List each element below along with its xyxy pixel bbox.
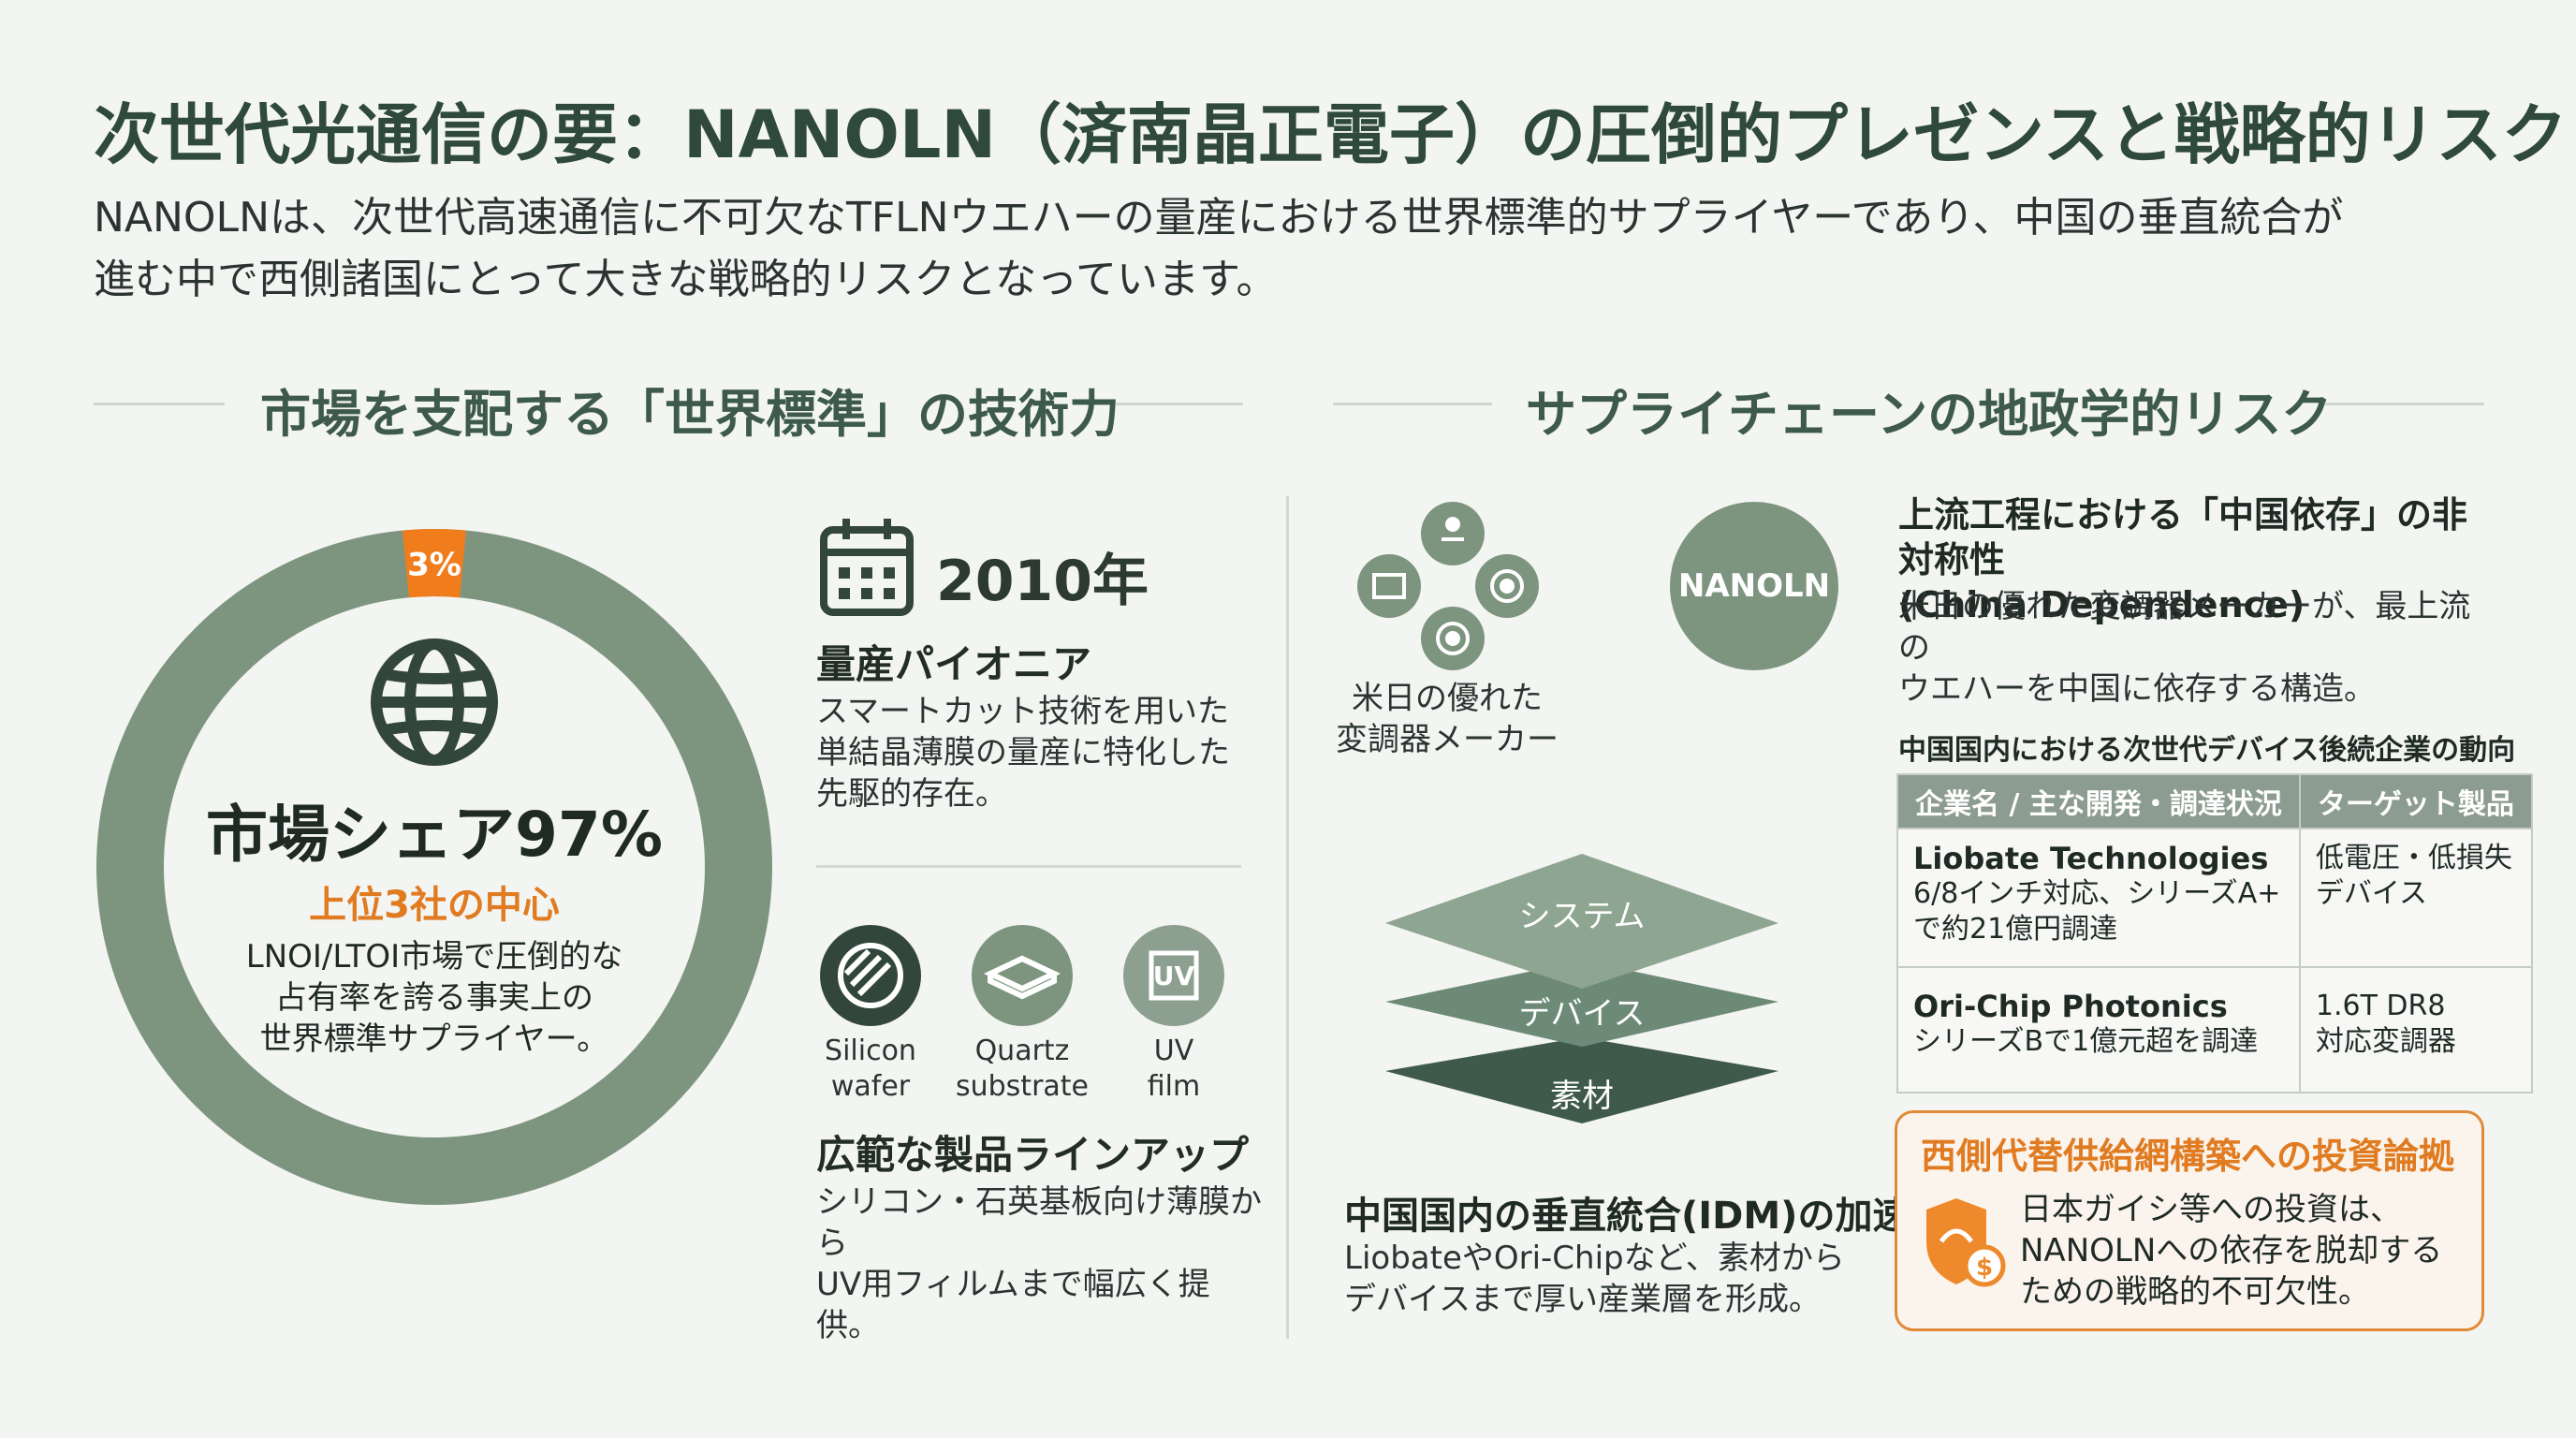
table-cell-company: Liobate Technologies 6/8インチ対応、シリーズA+ で約2… [1896,828,2301,968]
product-label-line: film [1147,1070,1201,1103]
idm-title: 中国国内の垂直統合(IDM)の加速 [1344,1195,1910,1238]
products-description: シリコン・石英基板向け薄膜から UV用フィルムまで幅広く提供。 [816,1181,1266,1346]
dependence-title: 上流工程における「中国依存」の非対称性 (China Dependence) [1898,492,2497,627]
uv-film-icon: UV [1123,925,1224,1026]
investment-description: 日本ガイシ等への投資は、 NANOLNへの依存を脱却する ための戦略的不可欠性。 [2020,1189,2469,1313]
company-name: Ori-Chip Photonics [1913,989,2228,1024]
stack-layer-system [1385,854,1778,989]
table-cell-target: 低電圧・低損失 デバイス [2298,828,2533,968]
company-name: Liobate Technologies [1913,841,2269,876]
dependence-title-line: (China Dependence) [1898,584,2305,625]
section-rule [94,403,225,405]
uv-icon-text: UV [1153,961,1195,991]
nanoln-node: NANOLN [1670,502,1838,670]
stack-layer-material [1385,1037,1778,1123]
donut-other-label: 3% [407,547,461,584]
investment-desc-line: 日本ガイシ等への投資は、 [2020,1191,2402,1228]
share-desc-line: 占有率を誇る事実上の [275,979,593,1017]
stack-label-device: デバイス [1519,995,1646,1033]
makers-label-line: 米日の優れた [1352,680,1543,717]
share-desc-line: 世界標準サプライヤー。 [259,1020,609,1058]
investment-box [1895,1110,2484,1331]
pioneer-desc-line: 先駆的存在。 [816,775,1007,813]
investment-desc-line: NANOLNへの依存を脱却する [2020,1232,2443,1269]
product-label-line: substrate [955,1070,1090,1103]
products-title: 広範な製品ラインアップ [816,1132,1250,1178]
table-caption: 中国国内における次世代デバイス後続企業の動向 [1898,734,2516,767]
company-status-line: シリーズBで1億元超を調達 [1913,1025,2259,1058]
product-label-quartz: Quartz substrate [947,1034,1097,1105]
intro-line-2: 進む中で西側諸国にとって大きな戦略的リスクとなっています。 [94,256,1278,303]
pioneer-description: スマートカット技術を用いた 単結晶薄膜の量産に特化した 先駆的存在。 [816,691,1247,814]
target-line: 1.6T DR8 [2315,990,2446,1022]
top3-label: 上位3社の中心 [309,884,560,927]
makers-label: 米日の優れた 変調器メーカー [1307,678,1588,760]
stack-label-system: システム [1519,898,1646,935]
product-label-line: Quartz [974,1034,1070,1067]
target-line: デバイス [2315,877,2427,910]
dependence-desc-line: ウエハーを中国に依存する構造。 [1898,670,2376,708]
products-desc-line: UV用フィルムまで幅広く提供。 [816,1266,1210,1344]
company-table: 企業名 / 主な開発・調達状況 ターゲット製品 Liobate Technolo… [1896,773,2533,1093]
column-divider [1286,496,1289,1339]
dependence-title-line: 上流工程における「中国依存」の非対称性 [1898,494,2468,580]
investment-title: 西側代替供給網構築への投資論拠 [1921,1136,2455,1177]
calendar-icon [820,519,914,616]
product-label-uv: UV film [1099,1034,1249,1105]
pioneer-desc-line: 単結晶薄膜の量産に特化した [816,734,1230,771]
market-share-donut: 3% [96,529,772,1205]
idm-description: LiobateやOri-Chipなど、素材から デバイスまで厚い産業層を形成。 [1344,1238,1868,1320]
share-desc-line: LNOI/LTOI市場で圧倒的な [245,938,623,976]
product-label-line: wafer [830,1070,911,1103]
svg-text:$: $ [1976,1254,1993,1282]
table-cell-company: Ori-Chip Photonics シリーズBで1億元超を調達 [1896,966,2301,1093]
table-row: Liobate Technologies 6/8インチ対応、シリーズA+ で約2… [1896,828,2533,968]
pioneer-desc-line: スマートカット技術を用いた [816,693,1229,730]
share-description: LNOI/LTOI市場で圧倒的な 占有率を誇る事実上の 世界標準サプライヤー。 [154,936,715,1060]
silicon-wafer-icon [820,925,921,1026]
stack-layer-device [1385,961,1778,1047]
section-rule [1116,403,1243,405]
donut-other-segment [402,529,466,598]
idm-stack-diagram: システム デバイス 素材 [1385,854,1778,1123]
target-line: 対応変調器 [2315,1025,2456,1058]
table-header-row: 企業名 / 主な開発・調達状況 ターゲット製品 [1896,773,2533,829]
market-share-label: 市場シェア97% [206,799,663,871]
stack-label-material: 素材 [1550,1078,1614,1115]
right-section-title: サプライチェーンの地政学的リスク [1526,385,2333,444]
column-header-target: ターゲット製品 [2298,773,2533,829]
column-header-company: 企業名 / 主な開発・調達状況 [1896,773,2301,829]
section-rule [2325,403,2484,405]
dependence-description: 米日の優れた変調器メーカーが、最上流の ウエハーを中国に依存する構造。 [1898,586,2497,710]
products-desc-line: シリコン・石英基板向け薄膜から [816,1183,1262,1262]
left-section-title: 市場を支配する「世界標準」の技術力 [260,385,1120,444]
target-line: 低電圧・低損失 [2315,842,2512,874]
intro-line-1: NANOLNは、次世代高速通信に不可欠なTFLNウエハーの量産における世界標準的… [94,194,2344,242]
makers-label-line: 変調器メーカー [1336,721,1559,758]
intro-text: NANOLNは、次世代高速通信に不可欠なTFLNウエハーの量産における世界標準的… [94,187,2527,311]
table-row: Ori-Chip Photonics シリーズBで1億元超を調達 1.6T DR… [1896,966,2533,1093]
section-rule [1333,403,1492,405]
company-status-line: 6/8インチ対応、シリーズA+ [1913,877,2281,910]
maker-network-icon [1357,502,1539,670]
pioneer-title: 量産パイオニア [816,641,1092,687]
company-status-line: で約21億円調達 [1913,913,2118,946]
pioneer-year: 2010年 [936,549,1149,614]
table-cell-target: 1.6T DR8 対応変調器 [2298,966,2533,1093]
page-title: 次世代光通信の要：NANOLN（済南晶正電子）の圧倒的プレゼンスと戦略的リスク [94,96,2568,173]
quartz-substrate-icon [972,925,1073,1026]
idm-desc-line: デバイスまで厚い産業層を形成。 [1344,1281,1821,1318]
globe-icon [371,638,498,766]
idm-desc-line: LiobateやOri-Chipなど、素材から [1344,1240,1845,1277]
product-label-line: Silicon [825,1034,916,1067]
product-label-silicon: Silicon wafer [796,1034,945,1105]
investment-desc-line: ための戦略的不可欠性。 [2020,1273,2370,1311]
product-label-line: UV [1153,1034,1194,1067]
pioneer-divider [816,865,1241,868]
shield-coin-icon: $ [1926,1198,2006,1287]
dependence-desc-line: 米日の優れた変調器メーカーが、最上流の [1898,588,2471,667]
